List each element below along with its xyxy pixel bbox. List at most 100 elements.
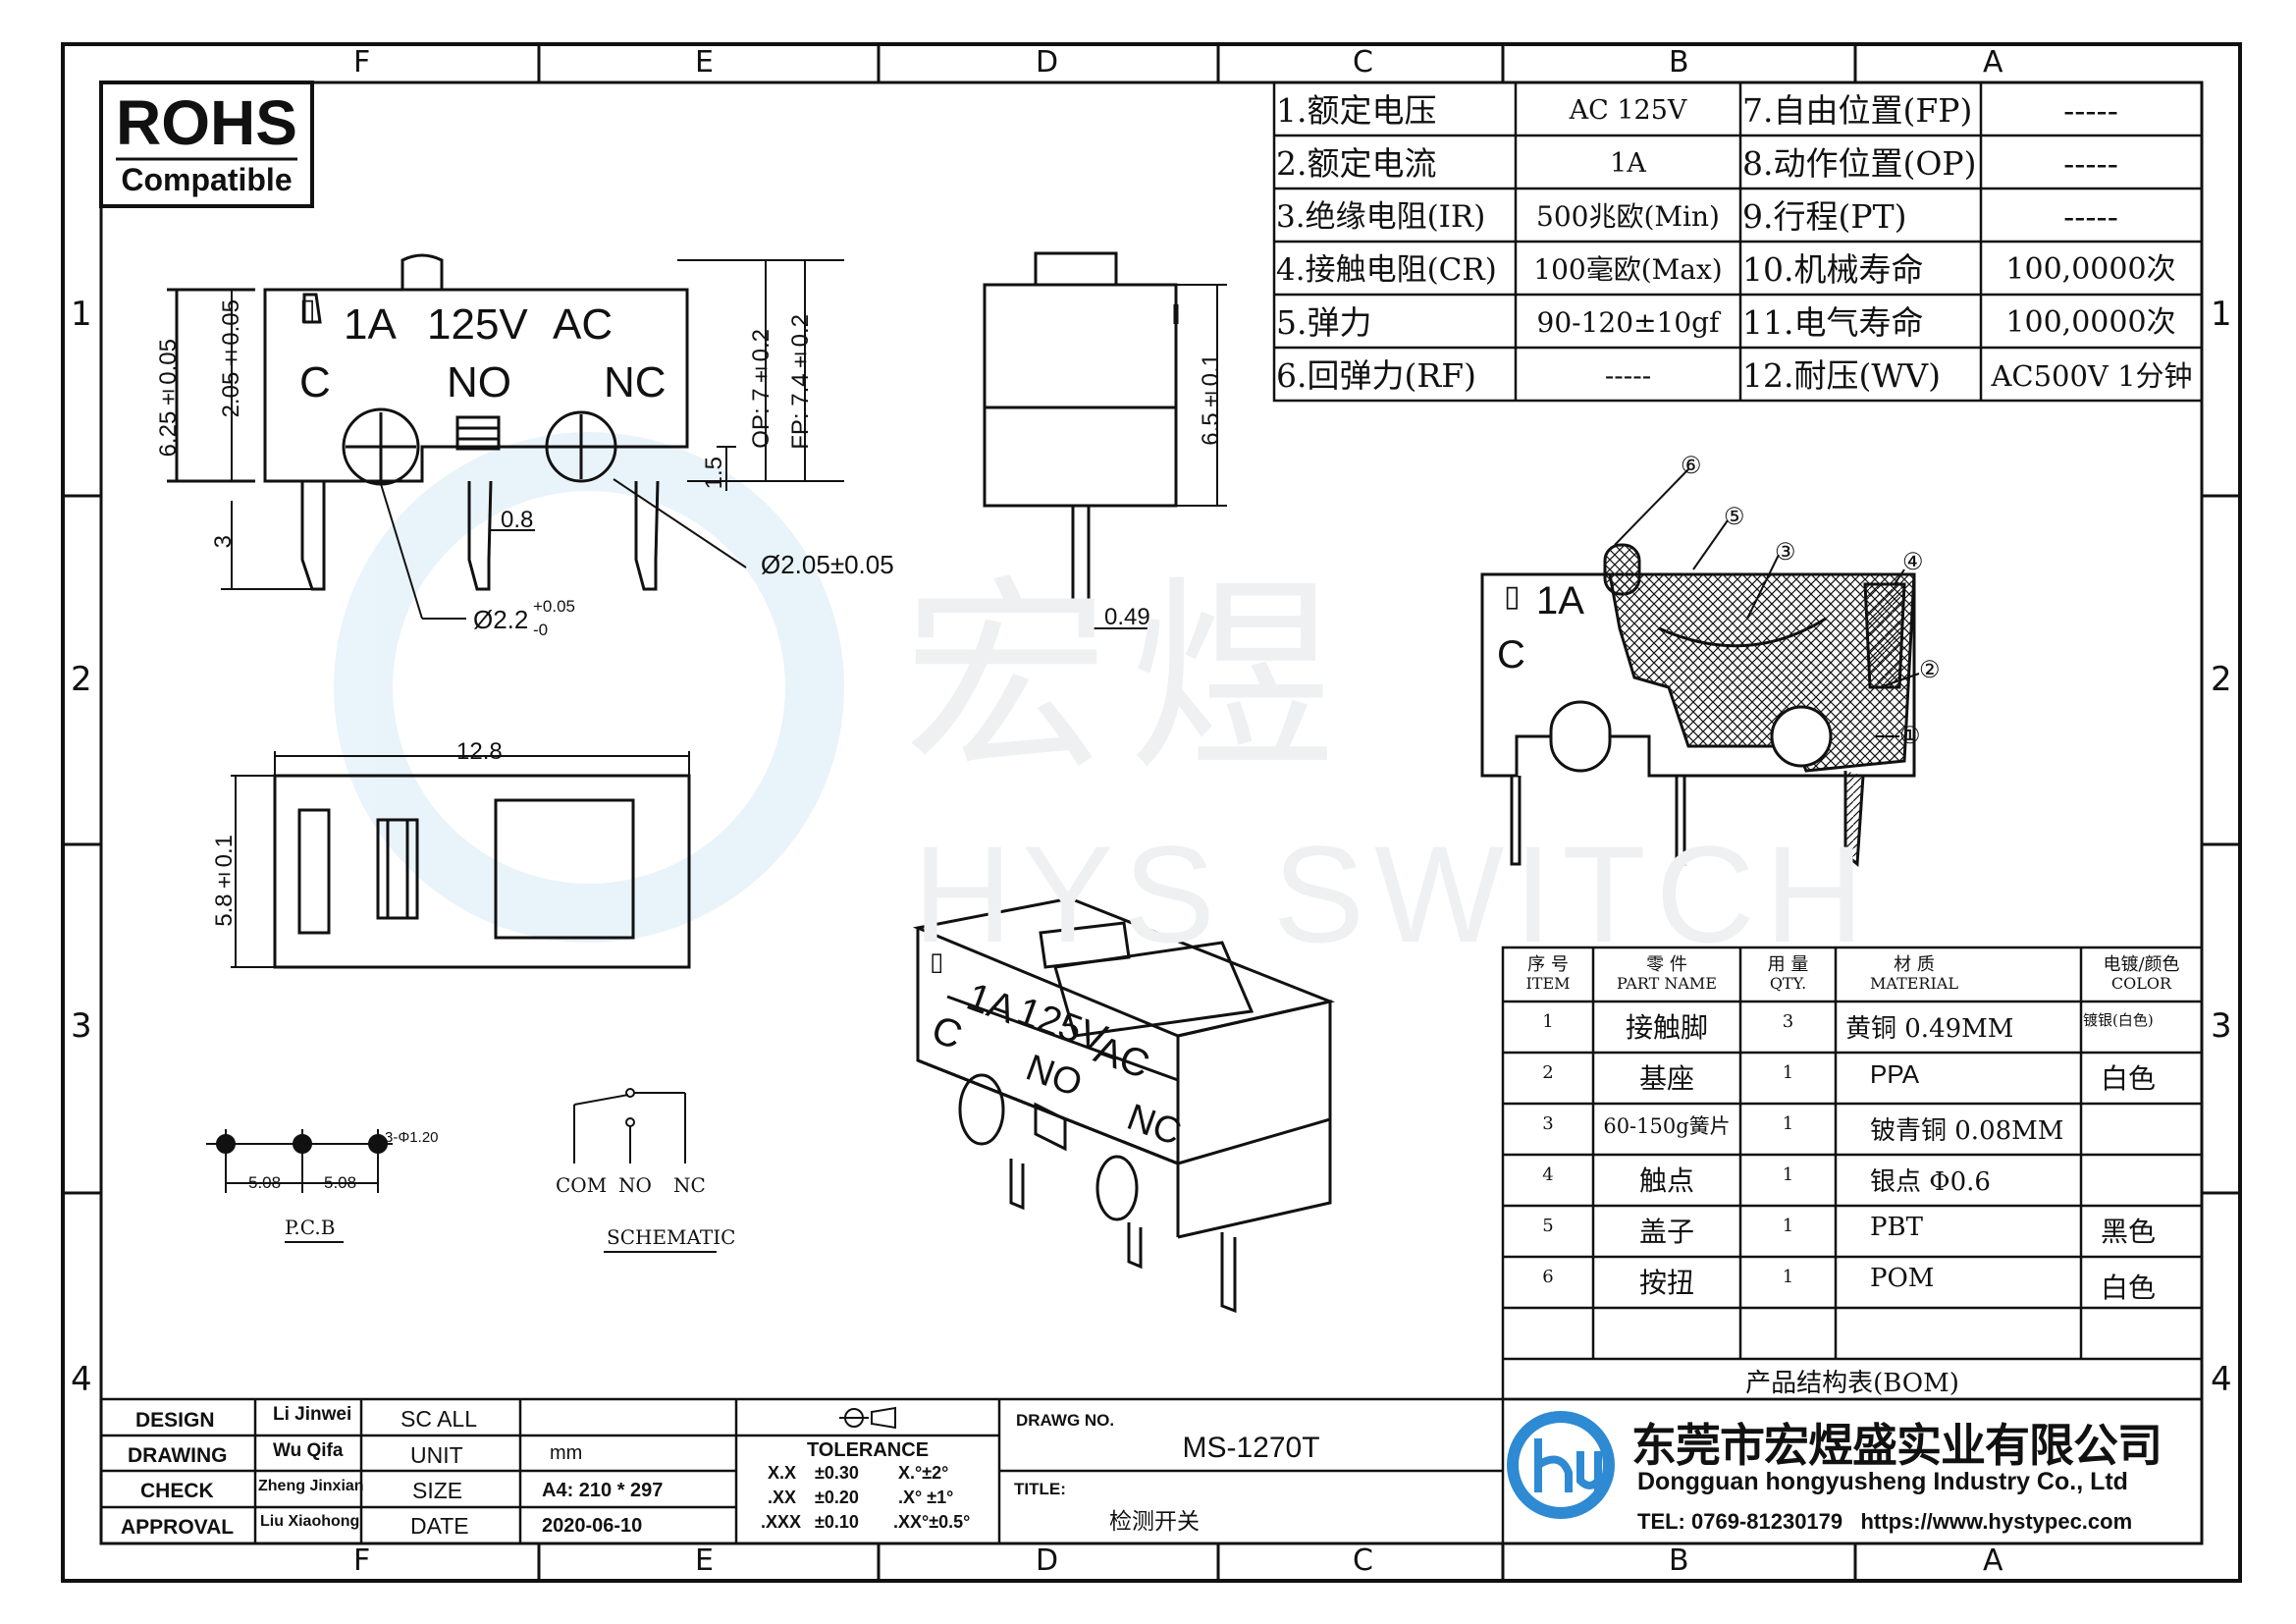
title-block [101,1397,2202,1543]
bom-material: PPA [1870,1059,1920,1089]
pcb-pitch2: 5.08 [324,1173,357,1192]
tb-unit-value: mm [550,1442,583,1464]
callout-2: ② [1919,657,1941,683]
row-label-4: 4 [71,1360,92,1399]
callout-5: ⑤ [1724,504,1745,530]
bom-table [1501,946,2204,1401]
spec-label2: 8.动作位置(OP) [1742,144,1977,183]
section-polarity-icon: ▯ [1504,579,1521,614]
bom-qty: 1 [1782,1216,1794,1236]
row-label-2: 2 [71,660,92,699]
dim-pin-len: 3 [210,535,237,549]
row-label-3: 3 [71,1006,92,1046]
tb-title-label: TITLE: [1014,1480,1066,1498]
tb-design-name: Li Jinwei [273,1404,352,1425]
tb-check-label: CHECK [140,1480,214,1502]
callout-1: ① [1899,723,1921,749]
spec-value: 1A [1610,148,1646,179]
col-label-c: C [1353,45,1373,80]
tb-unit-label: UNIT [410,1442,463,1468]
col-label-c-bottom: C [1353,1543,1373,1578]
callout-4: ④ [1902,549,1924,575]
bom-part: 接触脚 [1625,1011,1708,1044]
spec-value: 90-120±10gf [1536,306,1720,339]
spec-value2: ----- [2063,91,2118,130]
watermark-en: HYS SWITCH [913,817,1874,971]
polarity-mark-icon: ▯ [299,293,316,327]
bom-qty: 1 [1782,1164,1794,1185]
company-name-en: Dongguan hongyusheng Industry Co., Ltd [1637,1468,2128,1495]
bom-material: 铍青铜 0.08MM [1870,1116,2064,1146]
front-current: 1A [344,300,397,349]
bom-item: 1 [1542,1011,1554,1032]
spec-label: 1.额定电压 [1276,91,1437,130]
front-terminal-nc: NC [604,358,667,406]
company-contact: TEL: 0769-81230179 https://www.hystypec.… [1637,1509,2133,1534]
iso-polarity-icon: ▯ [930,947,944,977]
bom-material: 银点 Φ0.6 [1870,1167,1991,1197]
schematic-com: COM [556,1173,608,1197]
watermark-logo [334,432,844,943]
bom-material: PBT [1870,1213,1923,1242]
dim-hole-left-tol-up: +0.05 [533,597,576,616]
bom-part: 盖子 [1638,1216,1694,1248]
spec-label2: 12.耐压(WV) [1742,356,1941,395]
tb-approval-name: Liu Xiaohong [260,1513,360,1530]
spec-value2: 100,0000次 [2005,252,2176,287]
spec-value2: AC500V 1分钟 [1991,359,2193,393]
tb-drawing-label: DRAWING [128,1444,228,1467]
tb-drawing-name: Wu Qifa [273,1440,344,1461]
front-voltage: 125V [427,300,528,349]
iso-view [912,896,1336,1314]
rohs-title: ROHS [116,87,297,158]
top-view [231,751,691,969]
row-label-1: 1 [71,295,92,334]
tb-title: 检测开关 [1109,1509,1200,1535]
tb-check-name: Zheng Jinxian [258,1478,364,1494]
spec-label: 5.弹力 [1276,303,1372,342]
bom-header-color-en: COLOR [2110,974,2172,993]
spec-label: 6.回弹力(RF) [1276,356,1476,395]
bom-item: 2 [1542,1062,1554,1083]
bom-caption: 产品结构表(BOM) [1745,1369,1959,1398]
bom-qty: 1 [1782,1062,1794,1083]
bom-part: 基座 [1638,1062,1694,1095]
callout-3: ③ [1775,539,1796,566]
col-label-d: D [1036,45,1059,80]
tb-date-label: DATE [410,1513,469,1539]
bom-header-item-en: ITEM [1525,974,1571,993]
dim-width: 12.8 [456,738,503,765]
bom-item: 3 [1542,1113,1554,1134]
bom-header-material-en: MATERIAL [1870,974,1958,993]
tb-date-value: 2020-06-10 [542,1515,643,1537]
section-c: C [1497,633,1525,677]
tol-c: X.°±2° [898,1463,949,1483]
spec-label2: 7.自由位置(FP) [1742,91,1973,130]
tol-c: .X° ±1° [898,1488,954,1507]
bom-color: 镀银(白色) [2083,1011,2154,1029]
spec-value2: 100,0000次 [2005,305,2176,340]
bom-item: 6 [1542,1267,1554,1287]
company-logo-icon [1507,1411,1615,1519]
pcb-layout [206,1129,393,1243]
tol-a: .XX [768,1488,797,1507]
spec-label2: 11.电气寿命 [1742,303,1924,342]
front-view [167,253,844,620]
row-label-4-right: 4 [2211,1360,2232,1399]
spec-label: 4.接触电阻(CR) [1276,252,1497,288]
schematic [573,1088,717,1253]
pcb-pitch1: 5.08 [248,1173,282,1192]
spec-label: 2.额定电流 [1276,144,1437,183]
tb-scale-label: SC ALL [400,1406,477,1432]
spec-table [1272,81,2204,403]
col-label-a: A [1983,45,2003,80]
dim-hole-right: Ø2.05±0.05 [761,550,894,579]
spec-value: 500兆欧(Min) [1536,200,1720,233]
schematic-nc: NC [673,1173,706,1197]
bom-header-qty-en: QTY. [1769,974,1807,993]
spec-label: 3.绝缘电阻(IR) [1276,199,1486,235]
bom-color: 白色 [2101,1272,2157,1304]
tol-c: .XX°±0.5° [893,1512,971,1532]
bom-color: 白色 [2101,1062,2157,1095]
bom-item: 4 [1542,1164,1554,1185]
